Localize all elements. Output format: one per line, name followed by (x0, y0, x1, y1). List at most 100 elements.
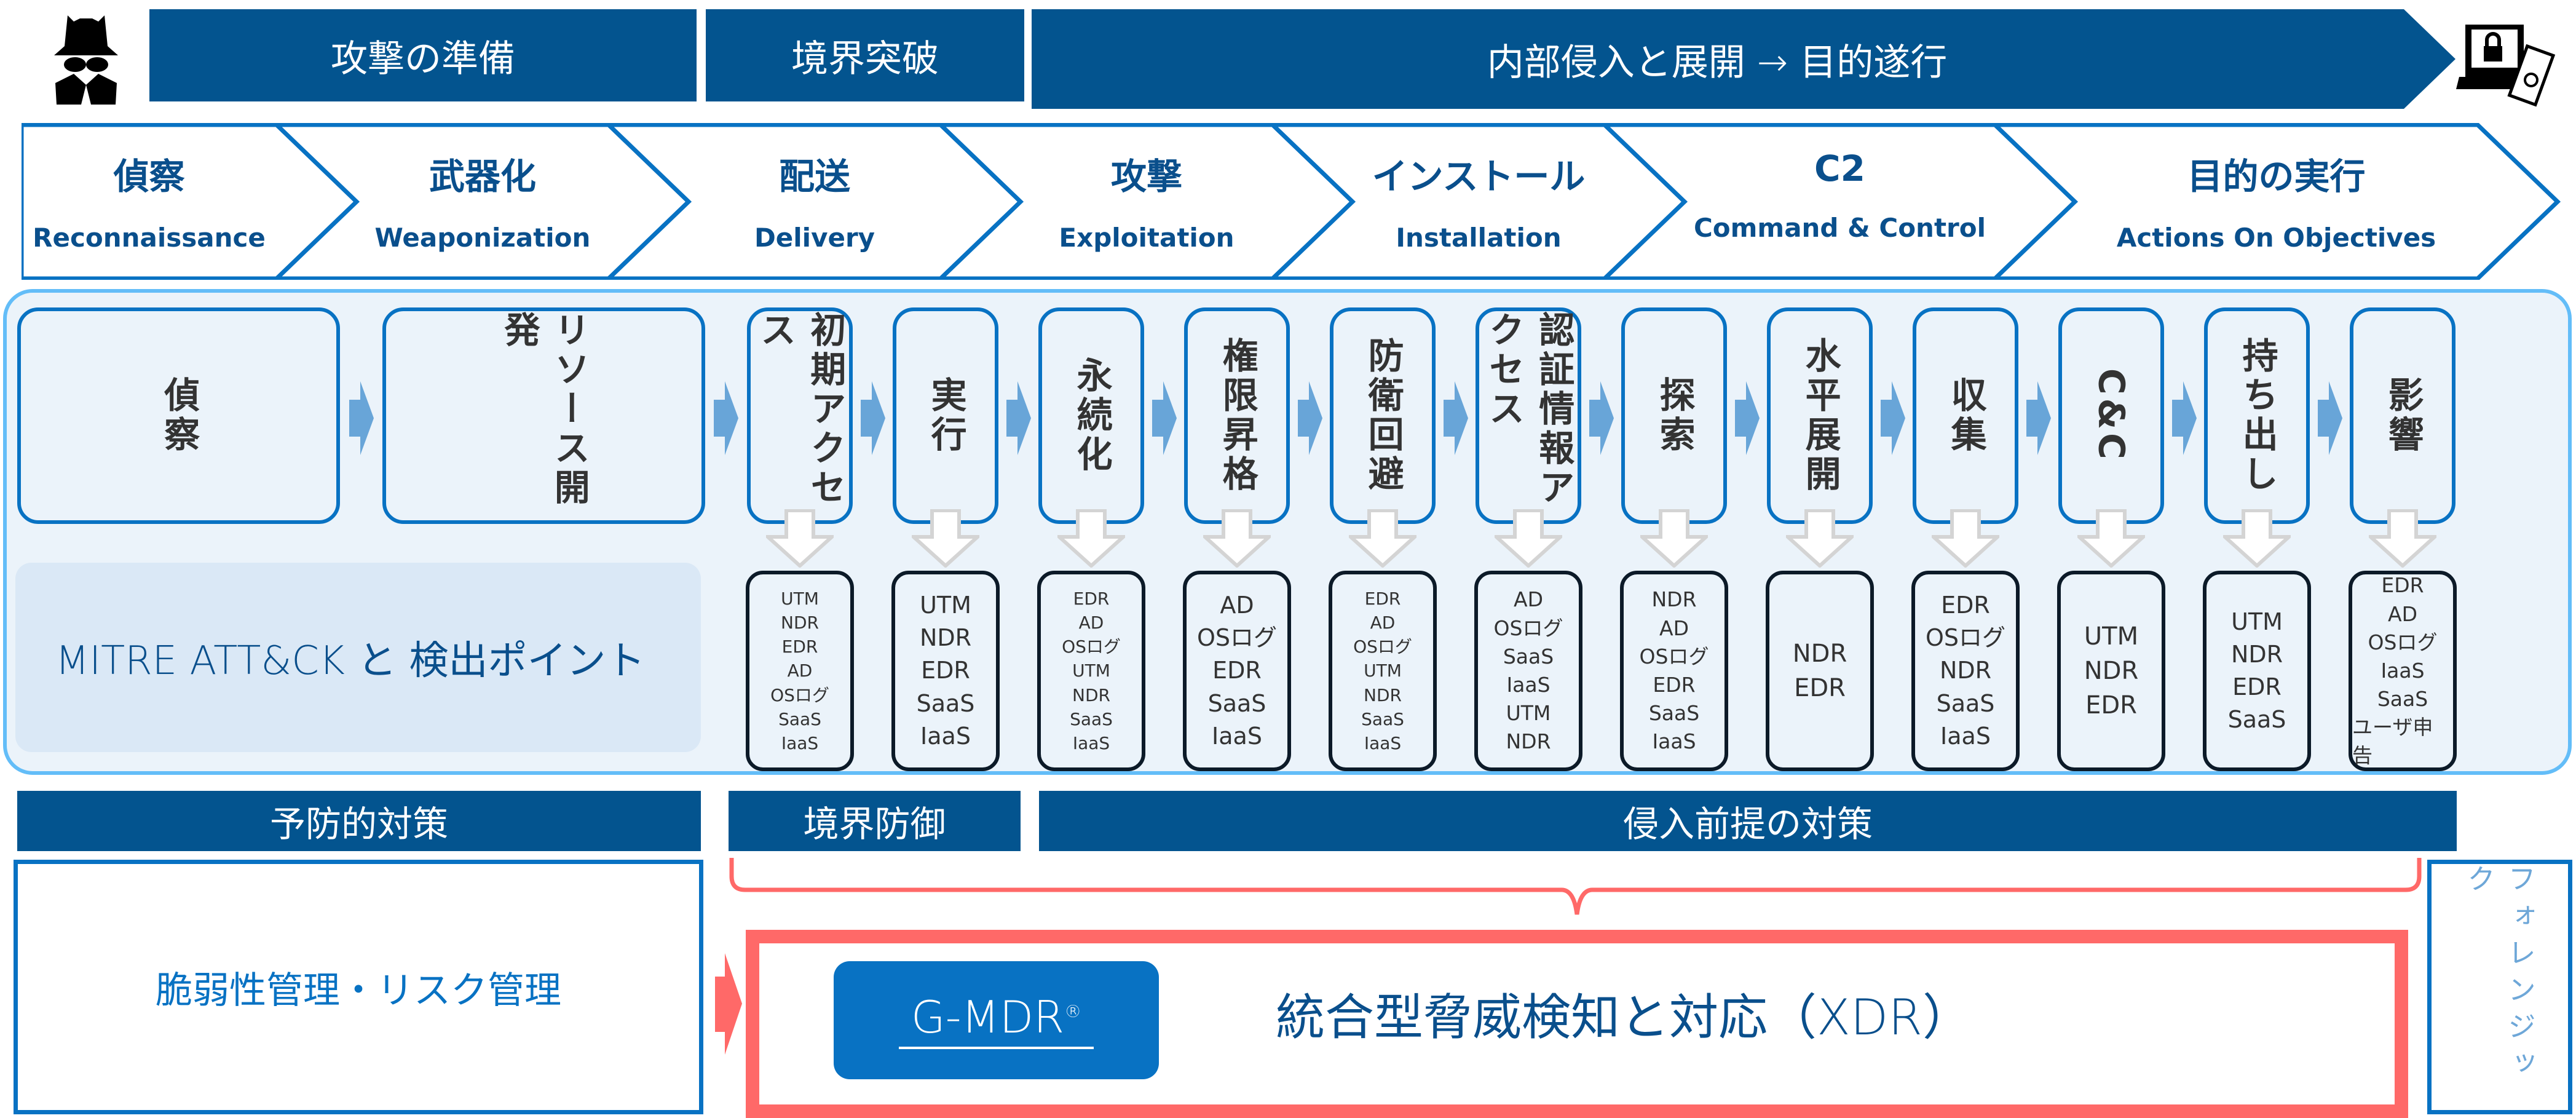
detection-source: OSログ (770, 684, 829, 705)
kill-chain-jp: 目的の実行 (2187, 156, 2366, 197)
brace (729, 858, 2422, 915)
detection-source: OSログ (1493, 616, 1563, 640)
flow-arrow-icon (2171, 381, 2197, 455)
detection-source: OSログ (1925, 624, 2006, 652)
detection-source: EDR (1653, 673, 1696, 697)
detection-source: ユーザ申告 (2352, 715, 2433, 768)
detection-source: EDR (1941, 592, 1990, 619)
down-arrow-icon (1200, 509, 1274, 569)
vuln-label: 脆弱性管理・リスク管理 (156, 969, 561, 1012)
down-arrow-icon (2220, 509, 2294, 569)
detection-source: EDR (1073, 588, 1110, 609)
detection-source: EDR (1794, 674, 1846, 702)
detection-source: NDR (1939, 657, 1992, 684)
mitre-label-text: MITRE ATT&CK と 検出ポイント (55, 638, 646, 684)
detection-source: OSログ (1062, 636, 1121, 657)
detection-source: IaaS (781, 732, 819, 753)
kill-chain-jp: インストール (1372, 156, 1586, 197)
detection-source: IaaS (1940, 722, 1991, 750)
detection-source: EDR (2232, 673, 2282, 700)
kill-chain-en: Weaponization (374, 223, 591, 253)
detection-box: EDR OSログ NDR SaaS IaaS (1911, 571, 2020, 771)
measure-perimeter: 境界防御 (729, 791, 1021, 851)
gmdr-logo[interactable]: G-MDR® (834, 961, 1159, 1079)
xdr-label: 統合型脅威検知と対応（XDR） (1276, 989, 1972, 1046)
tactic-label: 偵察 (158, 376, 200, 455)
gmdr-name: G-MDR (911, 991, 1065, 1043)
tactic-card: 影響 (2350, 307, 2455, 524)
detection-source: NDR (1506, 729, 1551, 754)
phase-preparation: 攻撃の準備 (149, 9, 697, 101)
detection-source: SaaS (1503, 644, 1554, 668)
detection-source: UTM (2231, 608, 2283, 635)
detection-source: UTM (920, 592, 971, 619)
detection-source: SaaS (1648, 701, 1700, 726)
detection-source: EDR (2085, 691, 2137, 720)
phase-label: 内部侵入と展開 → 目的遂行 (1487, 41, 1948, 84)
measure-label: 侵入前提の対策 (1622, 803, 1873, 845)
hacker-icon (43, 12, 129, 105)
down-arrow-icon (2074, 509, 2148, 569)
down-arrow-icon (1346, 509, 1420, 569)
tactic-card: 初期アクセス (747, 307, 853, 524)
tactic-card: 永続化 (1038, 307, 1144, 524)
tactic-label: 持ち出し (2236, 337, 2278, 494)
tactic-card: 防衛回避 (1330, 307, 1436, 524)
detection-source: IaaS (1212, 722, 1262, 750)
detection-source: SaaS (1936, 689, 1995, 717)
detection-source: IaaS (920, 722, 971, 750)
flow-arrow-icon (1152, 381, 1177, 455)
detection-source: UTM (1364, 660, 1402, 681)
detection-source: SaaS (778, 708, 821, 729)
forensic-label: フォレンジック (2463, 864, 2537, 1085)
kill-chain-label: 武器化 Weaponization (357, 148, 609, 253)
kill-chain-en: Actions On Objectives (2116, 223, 2436, 253)
tactic-card: 持ち出し (2204, 307, 2310, 524)
detection-source: NDR (2230, 640, 2283, 668)
tactic-label: 水平展開 (1799, 337, 1841, 494)
kill-chain-en: Command & Control (1693, 213, 1986, 243)
detection-source: OSログ (2368, 630, 2438, 654)
down-arrow-icon (1637, 509, 1711, 569)
kill-chain-jp: 武器化 (429, 156, 536, 197)
detection-source: EDR (1212, 657, 1262, 684)
tactic-card: 偵察 (17, 307, 340, 524)
tactic-card: 実行 (893, 307, 998, 524)
tactic-label: リソース開発 (498, 311, 590, 508)
measure-preventive: 予防的対策 (17, 791, 701, 851)
phase-label: 攻撃の準備 (331, 37, 515, 81)
kill-chain-jp: 偵察 (113, 156, 185, 197)
detection-source: AD (1659, 616, 1689, 640)
detection-source: IaaS (1506, 673, 1551, 697)
down-arrow-icon (763, 509, 837, 569)
measure-label: 予防的対策 (269, 803, 448, 845)
down-arrow-icon (1491, 509, 1565, 569)
detection-source: UTM (781, 588, 819, 609)
detection-source: AD (1220, 592, 1254, 619)
detection-source: SaaS (2377, 687, 2428, 712)
measure-assume-breach: 侵入前提の対策 (1039, 791, 2457, 851)
detection-source: UTM (2084, 622, 2139, 651)
detection-source: EDR (1364, 588, 1401, 609)
detection-source: NDR (2084, 657, 2139, 685)
detection-source: OSログ (1639, 644, 1709, 668)
tactic-label: 探索 (1653, 376, 1696, 455)
forensic-box: フォレンジック (2427, 860, 2572, 1114)
detection-source: NDR (1072, 684, 1110, 705)
tactic-label: 権限昇格 (1216, 337, 1258, 494)
tactic-card: 水平展開 (1767, 307, 1873, 524)
detection-source: OSログ (1196, 624, 1278, 652)
detection-source: AD (787, 660, 813, 681)
kill-chain-en: Exploitation (1059, 223, 1235, 253)
measure-label: 境界防御 (803, 803, 946, 845)
tactic-card: 認証情報アクセス (1476, 307, 1581, 524)
